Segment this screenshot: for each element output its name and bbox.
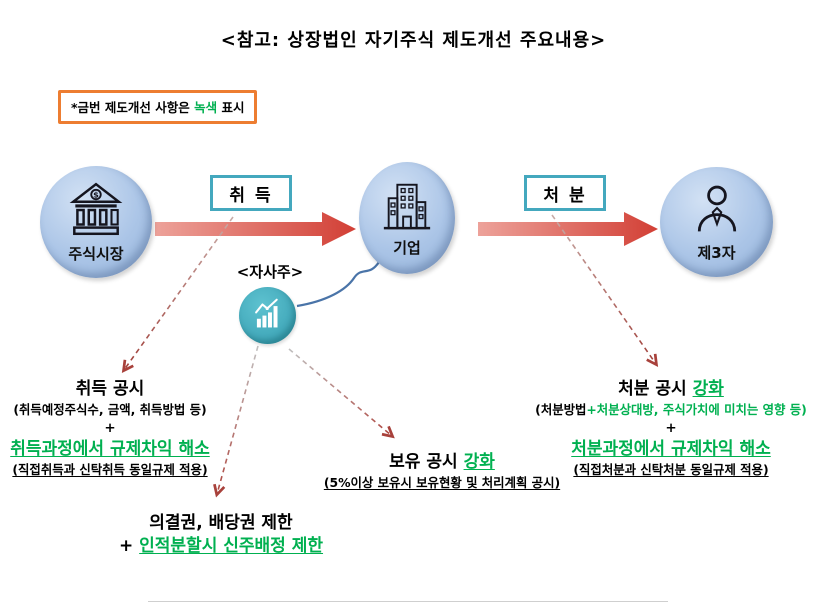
acquisition-improvement-detail: (직접취득과 신탁취득 동일규제 적용) <box>12 461 208 477</box>
dashed-arrow-holding-disclosure <box>288 348 395 439</box>
annotation-holding-disclosure: 보유 공시 강화 (5%이상 보유시 보유현황 및 처리계획 공시) <box>297 452 587 491</box>
legend-note-box: *금번 제도개선 사항은 녹색 표시 <box>58 90 258 124</box>
legend-note-suffix: 표시 <box>217 100 245 115</box>
disposal-detail-black: (처분방법 <box>535 402 587 418</box>
holding-heading-text: 보유 공시 <box>389 452 464 472</box>
disposal-improvement: 처분과정에서 규제차익 해소 <box>571 438 771 459</box>
disposal-disclosure-detail: (처분방법+처분상대방, 주식가치에 미치는 영향 등) <box>518 402 824 418</box>
dashed-arrow-disposal-disclosure <box>551 214 659 368</box>
holding-heading-highlight: 강화 <box>463 452 495 472</box>
page-edge-line <box>148 601 668 602</box>
page-title: <참고: 상장법인 자기주식 제도개선 주요내용> <box>220 30 607 51</box>
disposal-label-box: 처 분 <box>524 175 606 211</box>
rights-restriction-heading: 의결권, 배당권 제한 <box>149 513 293 533</box>
acquisition-disclosure-detail: (취득예정주식수, 금액, 취득방법 등) <box>13 402 207 418</box>
node-company: 기업 <box>359 162 455 274</box>
acquisition-disclosure-heading: 취득 공시 <box>75 379 145 399</box>
svg-text:$: $ <box>93 190 99 200</box>
acquisition-arrow <box>155 212 356 246</box>
disposal-heading-text: 처분 공시 <box>618 379 693 399</box>
stock-chart-icon <box>249 295 287 337</box>
acquisition-plus: + <box>104 419 116 436</box>
legend-note-prefix: *금번 제도개선 사항은 <box>71 100 195 115</box>
disposal-arrow <box>478 212 658 246</box>
node-third-party-label: 제3자 <box>697 244 736 262</box>
disposal-heading-highlight: 강화 <box>692 379 724 399</box>
node-stock-market-label: 주식시장 <box>68 245 124 263</box>
disposal-improvement-detail: (직접처분과 신탁처분 동일규제 적용) <box>573 461 769 477</box>
dashed-arrow-acquisition-disclosure <box>121 216 234 374</box>
treasury-stock-label: <자사주> <box>236 263 304 281</box>
person-icon <box>689 181 745 241</box>
bank-icon: $ <box>65 180 127 242</box>
acquisition-improvement: 취득과정에서 규제차익 해소 <box>10 438 210 459</box>
rights-restriction-text: 인적분할시 신주배정 제한 <box>139 536 324 557</box>
building-icon <box>378 178 436 236</box>
rights-plus: + <box>118 536 140 557</box>
node-company-label: 기업 <box>393 239 421 257</box>
node-third-party: 제3자 <box>660 167 773 277</box>
annotation-disposal-disclosure: 처분 공시 강화 (처분방법+처분상대방, 주식가치에 미치는 영향 등) + … <box>518 379 824 477</box>
node-stock-market: $ 주식시장 <box>40 166 152 278</box>
holding-disclosure-heading: 보유 공시 강화 <box>297 452 587 473</box>
annotation-acquisition-disclosure: 취득 공시 (취득예정주식수, 금액, 취득방법 등) + 취득과정에서 규제차… <box>0 379 220 477</box>
treasury-connector-line <box>296 261 380 308</box>
holding-disclosure-detail: (5%이상 보유시 보유현황 및 처리계획 공시) <box>323 475 561 491</box>
disposal-detail-green: +처분상대방, 주식가치에 미치는 영향 등) <box>586 402 807 418</box>
node-treasury-stock <box>239 287 296 344</box>
annotation-rights-restriction: 의결권, 배당권 제한 + 인적분할시 신주배정 제한 <box>100 513 342 558</box>
acquisition-label-box: 취 득 <box>210 175 292 211</box>
disposal-disclosure-heading: 처분 공시 강화 <box>518 379 824 400</box>
rights-restriction-line2: + 인적분할시 신주배정 제한 <box>100 536 342 557</box>
dashed-arrow-rights-restriction <box>213 345 259 498</box>
legend-note-highlight: 녹색 <box>194 100 218 115</box>
disposal-plus: + <box>665 419 677 436</box>
